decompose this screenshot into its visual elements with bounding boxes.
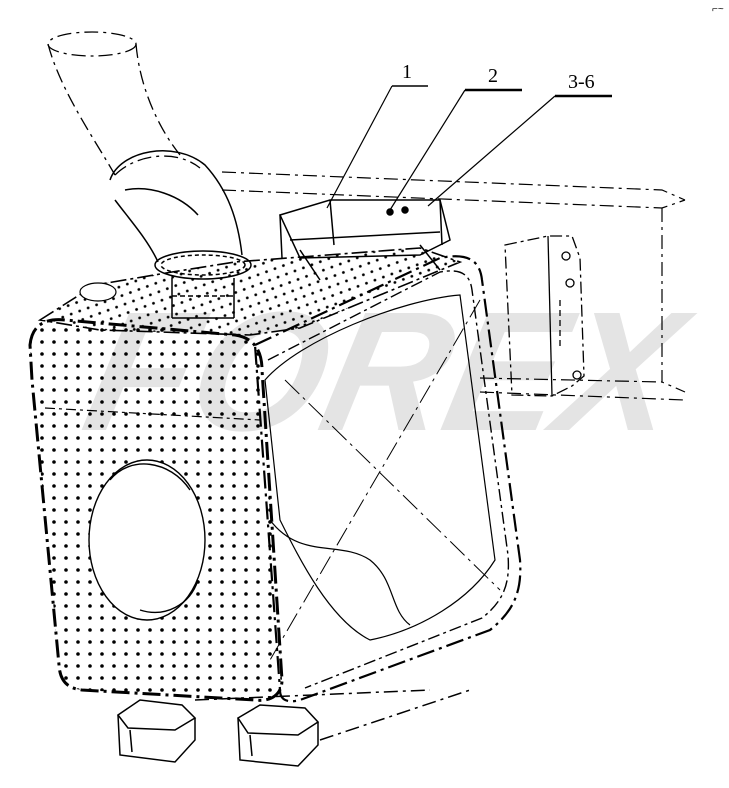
leader-lines bbox=[326, 85, 612, 211]
frame-rail bbox=[221, 171, 686, 401]
support-brackets bbox=[116, 689, 471, 767]
strap-clamp bbox=[278, 199, 451, 281]
leader-line-3-diag bbox=[427, 95, 556, 207]
callout-2: 2 bbox=[488, 65, 498, 87]
leader-line-1-diag bbox=[326, 85, 393, 209]
callout-1: 1 bbox=[402, 61, 412, 83]
muffler-body bbox=[253, 255, 522, 703]
heat-shield-front bbox=[28, 318, 284, 702]
leader-line-2-diag bbox=[389, 89, 466, 211]
mounting-bracket bbox=[504, 235, 585, 397]
callout-3-6: 3-6 bbox=[568, 71, 595, 93]
corner-mark: ⌐~ bbox=[712, 4, 724, 15]
exhaust-pipe bbox=[47, 31, 201, 176]
